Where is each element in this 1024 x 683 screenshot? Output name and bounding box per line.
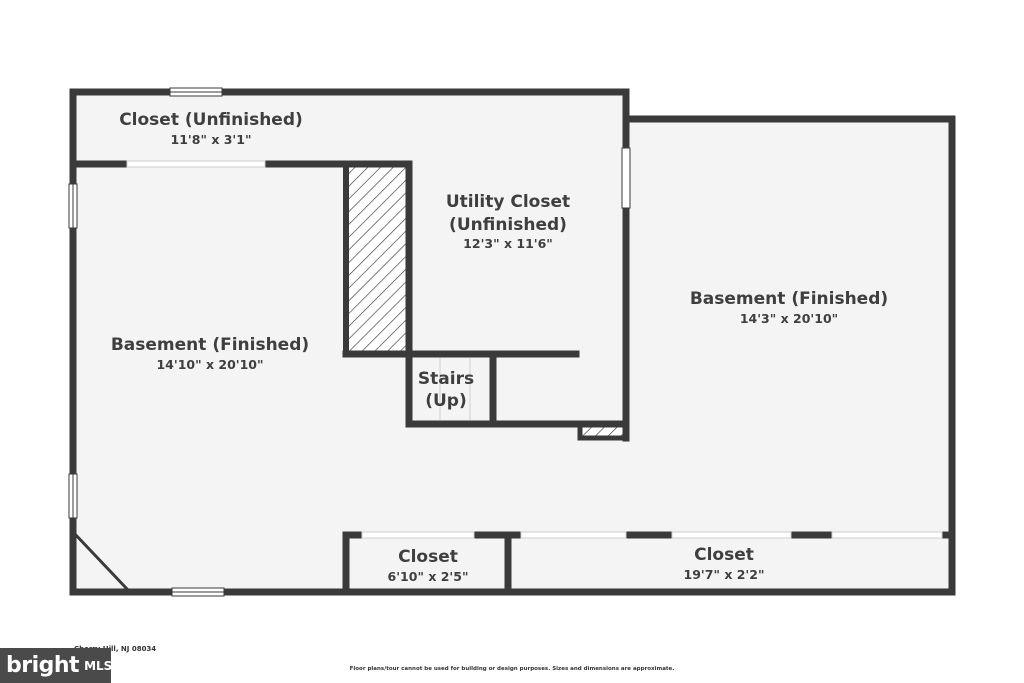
room-name: Utility Closet	[446, 192, 570, 212]
room-name: Closet (Unfinished)	[119, 110, 303, 130]
room-name: Basement (Finished)	[111, 335, 309, 355]
room-name: Closet	[398, 547, 458, 567]
brightmls-watermark: bright MLS	[0, 648, 113, 683]
windows	[68, 87, 631, 597]
label-utility-closet: Utility Closet (Unfinished) 12'3" x 11'6…	[446, 192, 570, 251]
label-closet-long: Closet 19'7" x 2'2"	[684, 545, 765, 582]
label-basement-right: Basement (Finished) 14'3" x 20'10"	[690, 289, 888, 326]
angled-wall-inner	[79, 539, 125, 587]
label-basement-left: Basement (Finished) 14'10" x 20'10"	[111, 335, 309, 372]
room-name: Stairs	[418, 369, 474, 389]
room-dims: 14'3" x 20'10"	[740, 311, 838, 326]
room-name: Closet	[694, 545, 754, 565]
door-openings	[126, 160, 943, 539]
room-dims: 19'7" x 2'2"	[684, 567, 765, 582]
footer-disclaimer: Floor plans/tour cannot be used for buil…	[349, 666, 675, 672]
room-dims: 14'10" x 20'10"	[156, 357, 263, 372]
footer-address: Cherry Hill, NJ 08034	[74, 645, 157, 653]
room-name-line2: (Unfinished)	[449, 215, 567, 235]
label-stairs: Stairs (Up)	[418, 369, 474, 411]
room-dims: 12'3" x 11'6"	[463, 236, 553, 251]
watermark-brand: bright	[6, 653, 80, 678]
label-closet-small: Closet 6'10" x 2'5"	[388, 547, 469, 584]
label-closet-unfinished: Closet (Unfinished) 11'8" x 3'1"	[119, 110, 303, 147]
room-dims: 11'8" x 3'1"	[171, 132, 252, 147]
stair-treads	[439, 358, 471, 420]
room-name-line2: (Up)	[425, 391, 467, 411]
watermark-suffix: MLS	[84, 658, 113, 673]
hatched-shaft	[343, 161, 412, 357]
room-name: Basement (Finished)	[690, 289, 888, 309]
room-dims: 6'10" x 2'5"	[388, 569, 469, 584]
